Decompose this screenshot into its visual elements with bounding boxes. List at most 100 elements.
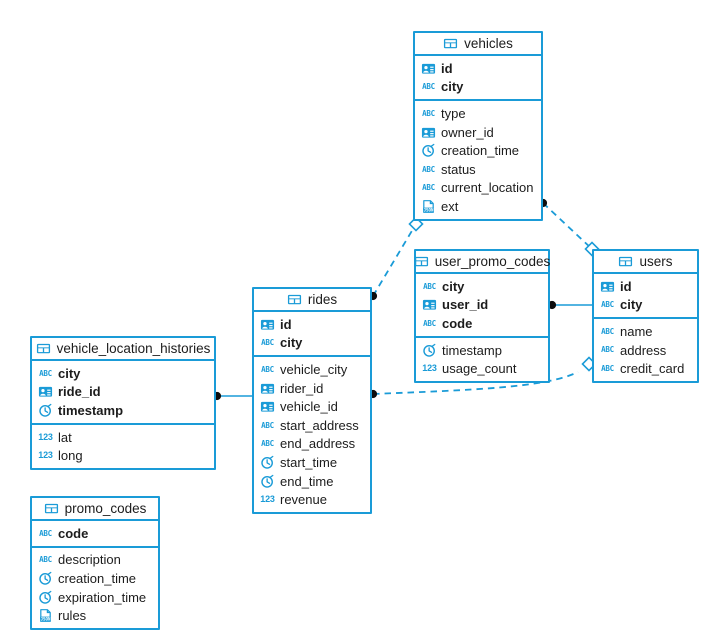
column-row[interactable]: JSON ext <box>415 197 541 216</box>
column-row[interactable]: timestamp <box>32 401 214 420</box>
column-name: lat <box>58 429 72 445</box>
table-header[interactable]: promo_codes <box>32 498 158 521</box>
abc-string-icon: ABC <box>39 368 52 378</box>
abc-string-icon: ABC <box>601 300 614 310</box>
column-row[interactable]: end_time <box>254 472 370 491</box>
column-row[interactable]: ride_id <box>32 383 214 402</box>
column-row[interactable]: expiration_time <box>32 588 158 607</box>
numeric-123-icon: 123 <box>38 431 53 442</box>
abc-string-icon: ABC <box>39 528 52 538</box>
column-name: timestamp <box>58 402 124 418</box>
column-row[interactable]: start_time <box>254 453 370 472</box>
table-icon <box>287 292 302 307</box>
column-row[interactable]: creation_time <box>415 141 541 160</box>
column-row[interactable]: user_id <box>416 296 548 315</box>
abc-string-icon: ABC <box>261 338 274 348</box>
column-name: timestamp <box>442 342 502 358</box>
column-name: ext <box>441 198 459 214</box>
column-row[interactable]: ABC address <box>594 341 697 360</box>
column-row[interactable]: id <box>415 59 541 78</box>
column-name: vehicle_id <box>280 399 338 415</box>
relationship-user_promo_codes-users[interactable] <box>547 300 592 310</box>
column-name: city <box>442 278 465 294</box>
id-card-icon <box>421 61 436 76</box>
table-header[interactable]: vehicles <box>415 33 541 56</box>
abc-string-icon: ABC <box>422 183 435 193</box>
column-name: type <box>441 105 466 121</box>
table-header[interactable]: rides <box>254 289 370 312</box>
table-title: user_promo_codes <box>434 253 551 269</box>
column-row[interactable]: id <box>254 315 370 334</box>
column-name: start_time <box>280 454 338 470</box>
column-row[interactable]: ABC city <box>254 334 370 353</box>
column-name: rider_id <box>280 380 324 396</box>
abc-string-icon: ABC <box>601 363 614 373</box>
column-row[interactable]: ABC city <box>594 296 697 315</box>
table-icon <box>44 501 59 516</box>
column-row[interactable]: ABC code <box>32 524 158 543</box>
json-document-icon: JSON <box>38 608 53 623</box>
column-row[interactable]: ABC current_location <box>415 179 541 198</box>
column-name: current_location <box>441 180 534 196</box>
id-card-icon <box>421 125 436 140</box>
column-name: city <box>280 335 303 351</box>
table-icon <box>443 36 458 51</box>
column-name: credit_card <box>620 361 685 377</box>
column-row[interactable]: timestamp <box>416 341 548 360</box>
column-row[interactable]: id <box>594 277 697 296</box>
table-header[interactable]: user_promo_codes <box>414 251 551 274</box>
clock-icon <box>260 474 275 489</box>
clock-icon <box>260 455 275 470</box>
relationship-vehicles-users[interactable] <box>538 198 600 257</box>
relationship-vehicle_location_histories-rides[interactable] <box>212 391 252 401</box>
table-header[interactable]: users <box>594 251 697 274</box>
column-row[interactable]: ABC credit_card <box>594 359 697 378</box>
column-name: address <box>620 342 667 358</box>
column-name: city <box>620 297 643 313</box>
id-card-icon <box>260 317 275 332</box>
json-document-icon: JSON <box>421 199 436 214</box>
table-icon <box>36 341 51 356</box>
column-name: creation_time <box>441 143 520 159</box>
column-row[interactable]: vehicle_id <box>254 397 370 416</box>
column-row[interactable]: owner_id <box>415 123 541 142</box>
abc-string-icon: ABC <box>601 345 614 355</box>
table-header[interactable]: vehicle_location_histories <box>32 338 214 361</box>
table-title: vehicles <box>464 35 513 51</box>
column-row[interactable]: 123 lat <box>32 428 214 447</box>
column-name: code <box>58 525 89 541</box>
column-row[interactable]: creation_time <box>32 569 158 588</box>
clock-icon <box>38 590 53 605</box>
column-name: creation_time <box>58 570 137 586</box>
column-name: end_address <box>280 436 356 452</box>
abc-string-icon: ABC <box>422 164 435 174</box>
column-row[interactable]: rider_id <box>254 379 370 398</box>
